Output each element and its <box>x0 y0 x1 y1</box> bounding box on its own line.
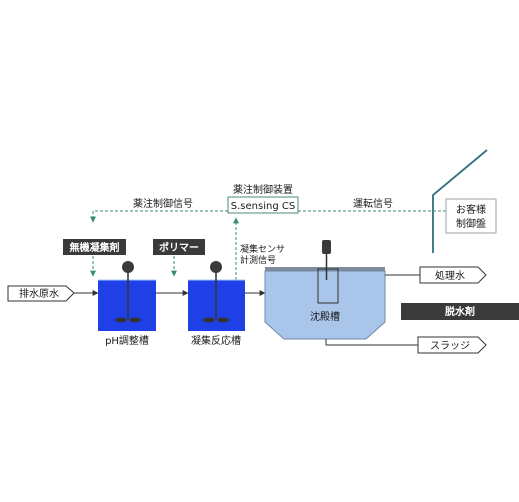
operation-signal-label: 運転信号 <box>353 198 393 210</box>
dewatering-agent-label: 脱水剤 <box>445 305 475 318</box>
customer-panel: お客様 制御盤 <box>445 198 497 234</box>
customer-panel-label-2: 制御盤 <box>456 217 486 230</box>
treated-water-outlet: 処理水 <box>419 266 487 284</box>
inorganic-coagulant-label: 無機凝集剤 <box>70 241 120 254</box>
dewatering-agent-box: 脱水剤 <box>401 303 519 320</box>
ph-tank-label: pH調整槽 <box>105 334 149 347</box>
treated-water-label: 処理水 <box>435 269 465 282</box>
sludge-flow-line <box>325 339 418 346</box>
coag-tank-motor-icon <box>210 261 222 273</box>
inorganic-coagulant-box: 無機凝集剤 <box>63 239 126 255</box>
settling-tank-label: 沈殿槽 <box>310 310 340 323</box>
polymer-box: ポリマー <box>153 239 205 255</box>
polymer-label: ポリマー <box>159 241 199 254</box>
drug-control-device: 薬注制御装置 S.sensing CS <box>227 183 299 214</box>
raw-wastewater-label: 排水原水 <box>19 287 59 300</box>
sludge-outlet: スラッジ <box>417 336 487 354</box>
ph-tank: pH調整槽 <box>98 261 156 347</box>
raw-wastewater-inlet: 排水原水 <box>7 285 75 302</box>
drug-control-device-label: 薬注制御装置 <box>233 183 293 196</box>
customer-panel-connector <box>432 149 488 253</box>
coag-tank: 凝集反応槽 <box>188 261 245 347</box>
coag-tank-label: 凝集反応槽 <box>191 334 241 347</box>
s-sensing-label: S.sensing CS <box>231 201 295 212</box>
drug-control-signal-label: 薬注制御信号 <box>133 197 193 210</box>
ph-tank-motor-icon <box>122 261 134 273</box>
sensor-label-1: 凝集センサ <box>240 243 285 255</box>
drug-control-signal-line <box>90 210 228 223</box>
sludge-label: スラッジ <box>430 340 470 352</box>
customer-panel-label-1: お客様 <box>456 203 486 216</box>
settling-tank: 沈殿槽 <box>264 240 386 340</box>
settler-sensor-icon <box>322 240 331 254</box>
sensor-label-2: 計測信号 <box>240 254 276 266</box>
